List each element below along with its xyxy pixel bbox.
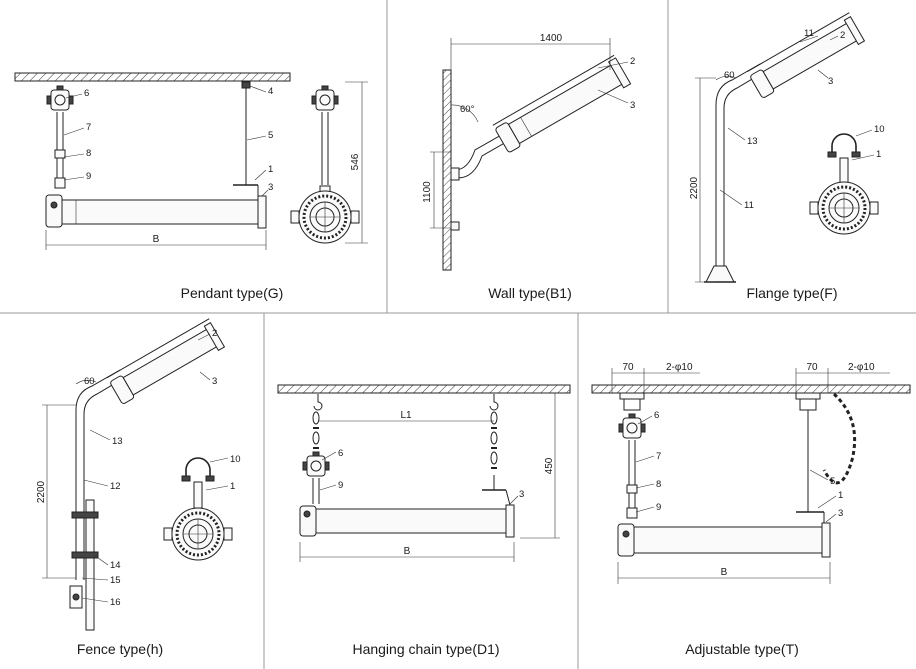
callout-2: 2 xyxy=(212,328,217,339)
callout-3: 3 xyxy=(838,508,843,519)
dim-b: B xyxy=(404,546,411,557)
clamp xyxy=(827,133,861,158)
callout-15: 15 xyxy=(110,575,121,586)
dim-angle: 60° xyxy=(460,104,475,115)
callout-2: 2 xyxy=(840,30,845,41)
lamp-tube xyxy=(315,508,511,534)
junction-box xyxy=(618,413,646,439)
panel-adjustable: 70 2-φ10 70 2-φ10 B 6 7 8 9 5 1 3 Adjust… xyxy=(591,362,911,657)
callout-12: 12 xyxy=(110,481,121,492)
fence-post xyxy=(85,499,95,631)
dim-70-right: 70 xyxy=(806,362,818,373)
dim-hole-right: 2-φ10 xyxy=(848,362,875,373)
panel-wall: 1400 1100 60° 2 3 Wall type(B1) xyxy=(422,33,635,301)
lamp-front-view xyxy=(808,180,880,236)
panel-pendant: B 6 7 8 9 4 5 1 3 546 Pendant type(G) xyxy=(14,72,368,301)
dim-hole-left: 2-φ10 xyxy=(666,362,693,373)
callout-11: 11 xyxy=(804,28,814,39)
lamp-tube xyxy=(122,326,221,396)
callout-7: 7 xyxy=(656,451,661,462)
caption-flange: Flange type(F) xyxy=(746,285,837,301)
caption-hanging-chain: Hanging chain type(D1) xyxy=(352,641,499,657)
callout-3: 3 xyxy=(519,489,524,500)
callout-6: 6 xyxy=(338,448,343,459)
callout-8: 8 xyxy=(656,479,661,490)
callout-14: 14 xyxy=(110,560,121,571)
panel-hanging-chain: L1 450 B 6 9 3 Hanging chain type(D1) xyxy=(277,384,571,657)
lamp-front-view xyxy=(162,506,234,562)
lamp-front-view xyxy=(289,189,361,245)
junction-box xyxy=(46,85,74,111)
callout-13: 13 xyxy=(112,436,123,447)
dim-2200: 2200 xyxy=(689,176,700,199)
callout-1: 1 xyxy=(876,149,881,160)
callout-1: 1 xyxy=(838,490,843,501)
callout-6: 6 xyxy=(84,88,89,99)
callout-3: 3 xyxy=(630,100,635,111)
callout-10: 10 xyxy=(230,454,241,465)
callout-6: 6 xyxy=(654,410,659,421)
callout-3: 3 xyxy=(268,182,273,193)
dim-450: 450 xyxy=(544,457,555,474)
callout-9: 9 xyxy=(656,502,661,513)
callout-10: 10 xyxy=(874,124,885,135)
panel-fence: 2200 60 2 3 13 12 14 15 16 10 1 Fence ty… xyxy=(36,318,241,657)
ceiling xyxy=(277,384,571,394)
wall xyxy=(442,69,452,271)
caption-adjustable: Adjustable type(T) xyxy=(685,641,799,657)
callout-11b: 11 xyxy=(744,200,754,211)
dim-angle: 60 xyxy=(724,70,735,81)
dim-angle: 60 xyxy=(84,376,95,387)
callout-1: 1 xyxy=(230,481,235,492)
caption-fence: Fence type(h) xyxy=(77,641,163,657)
callout-3: 3 xyxy=(828,76,833,87)
dim-b: B xyxy=(153,234,160,245)
callout-2: 2 xyxy=(630,56,635,67)
dim-1400: 1400 xyxy=(540,33,563,44)
dim-b: B xyxy=(721,567,728,578)
panel-flange: 2200 60 11 2 3 13 11 10 1 Flange type(F) xyxy=(689,12,885,301)
caption-pendant: Pendant type(G) xyxy=(181,285,284,301)
dim-546: 546 xyxy=(350,153,361,170)
callout-3: 3 xyxy=(212,376,217,387)
callout-8: 8 xyxy=(86,148,91,159)
ceiling xyxy=(591,384,911,394)
callout-1: 1 xyxy=(268,164,273,175)
callout-9: 9 xyxy=(338,480,343,491)
callout-5: 5 xyxy=(830,476,835,487)
lamp-tube xyxy=(633,526,827,554)
clamp xyxy=(181,457,215,482)
dim-l1: L1 xyxy=(400,410,412,421)
callout-5: 5 xyxy=(268,130,273,141)
ceiling xyxy=(14,72,291,82)
callout-4: 4 xyxy=(268,86,273,97)
dim-2200: 2200 xyxy=(36,480,47,503)
callout-7: 7 xyxy=(86,122,91,133)
lamp-tube xyxy=(507,62,626,145)
lamp-tube xyxy=(61,199,263,225)
junction-box xyxy=(302,451,330,477)
callout-9: 9 xyxy=(86,171,91,182)
caption-wall: Wall type(B1) xyxy=(488,285,572,301)
callout-13: 13 xyxy=(747,136,758,147)
dim-70-left: 70 xyxy=(622,362,634,373)
dim-1100: 1100 xyxy=(422,181,433,203)
callout-16: 16 xyxy=(110,597,121,608)
